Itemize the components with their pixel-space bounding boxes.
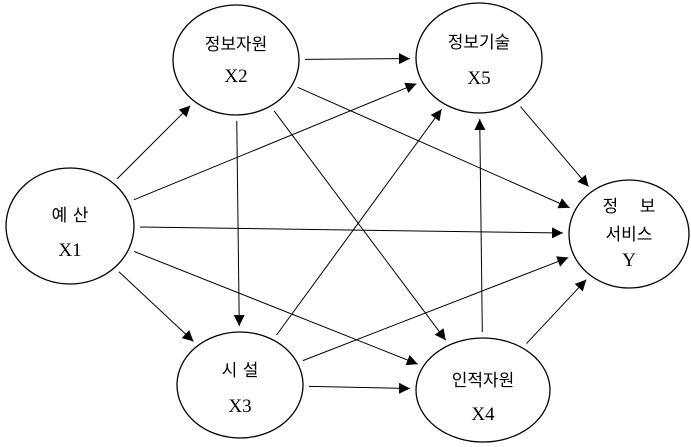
node-x2-label: 정보자원 xyxy=(205,35,268,55)
node-x1-label: 예 산 xyxy=(52,206,89,226)
node-x4-label: 인적자원 xyxy=(452,371,515,391)
edge-x2-to-y xyxy=(297,86,570,209)
node-x2-code: X2 xyxy=(224,66,247,87)
edge-x1-to-x5 xyxy=(133,82,417,201)
edge-x2-to-x3 xyxy=(233,120,245,327)
edge-x3-to-y xyxy=(302,256,569,362)
node-x3-label: 시 설 xyxy=(222,361,259,381)
node-x4: 인적자원 X4 xyxy=(415,337,551,443)
node-x3-code: X3 xyxy=(228,396,251,417)
edge-x2-to-x5 xyxy=(304,53,411,65)
node-x4-code: X4 xyxy=(471,404,495,425)
edge-x4-to-y xyxy=(526,279,587,344)
edge-x1-to-x3 xyxy=(118,271,194,342)
node-x5-label: 정보기술 xyxy=(448,33,511,53)
node-x1: 예 산 X1 xyxy=(5,167,135,285)
edge-x1-to-x4 xyxy=(134,251,418,366)
node-y-label-line1: 정 보 xyxy=(603,197,656,217)
node-x4-shape xyxy=(415,337,551,443)
node-y-shape xyxy=(568,179,690,289)
edge-x5-to-y xyxy=(520,106,589,187)
edge-x1-to-x2 xyxy=(116,105,191,180)
node-x1-shape xyxy=(5,167,135,285)
node-x3: 시 설 X3 xyxy=(176,331,304,439)
node-x2: 정보자원 X2 xyxy=(172,4,300,116)
edge-x2-to-x4 xyxy=(273,110,447,341)
node-x5-shape xyxy=(415,2,543,114)
node-x3-shape xyxy=(176,331,304,439)
edge-x4-to-x5 xyxy=(474,118,486,333)
edge-x1-to-y xyxy=(139,226,564,239)
node-y: 정 보 서비스 Y xyxy=(568,179,690,289)
node-x2-shape xyxy=(172,4,300,116)
node-y-code: Y xyxy=(622,250,636,271)
edge-x3-to-x5 xyxy=(276,108,442,336)
node-x5-code: X5 xyxy=(467,68,490,89)
edges-layer xyxy=(116,53,589,394)
node-x5: 정보기술 X5 xyxy=(415,2,543,114)
node-y-label-line2: 서비스 xyxy=(606,225,653,245)
edge-x3-to-x4 xyxy=(308,382,411,394)
node-x1-code: X1 xyxy=(58,240,81,261)
